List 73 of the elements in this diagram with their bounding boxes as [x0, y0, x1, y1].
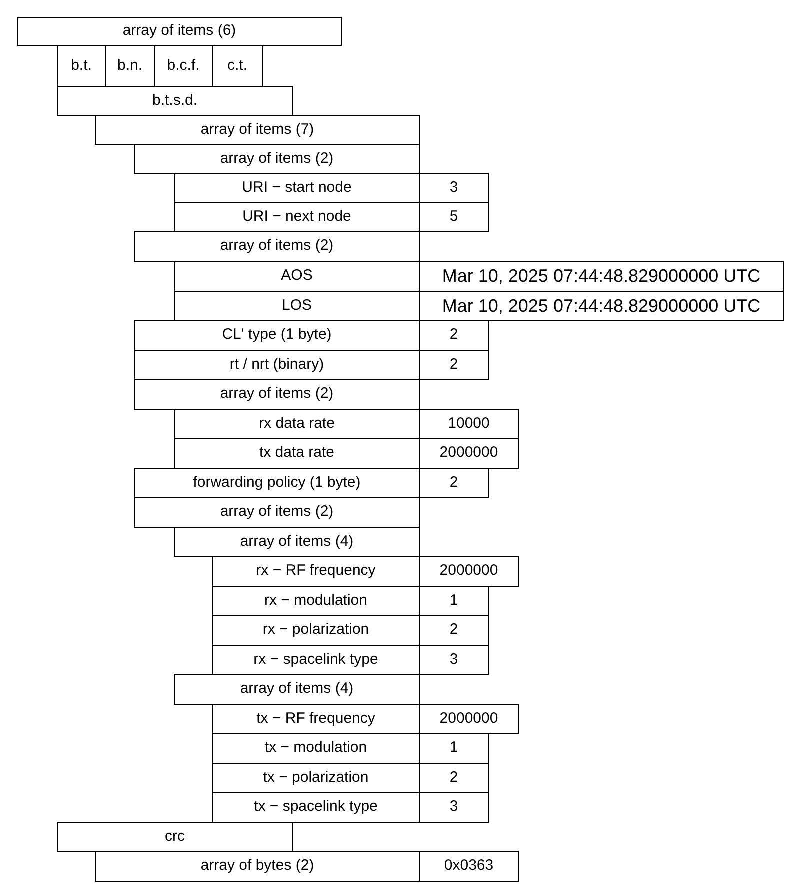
field-label: tx − spacelink type	[254, 798, 378, 817]
field-label: CL' type (1 byte)	[222, 326, 332, 345]
field-label: 1	[450, 739, 458, 758]
field-cell	[174, 674, 420, 705]
field-cell	[95, 851, 420, 882]
field-label: 2000000	[440, 562, 498, 581]
field-label: Mar 10, 2025 07:44:48.829000000 UTC	[442, 294, 761, 318]
field-cell	[134, 379, 420, 410]
field-label: Mar 10, 2025 07:44:48.829000000 UTC	[442, 265, 761, 288]
field-label: b.c.f.	[167, 56, 200, 76]
field-label: LOS	[282, 296, 312, 316]
field-label: rx − modulation	[264, 592, 368, 610]
field-cell	[57, 822, 293, 852]
field-cell	[419, 792, 489, 823]
field-label: array of items (4)	[240, 532, 354, 552]
field-label: rx − polarization	[262, 621, 370, 640]
field-label: 10000	[448, 414, 490, 434]
field-cell	[419, 409, 519, 439]
field-label: rx − RF frequency	[256, 562, 376, 581]
field-label: 5	[450, 208, 458, 226]
field-label: 2	[450, 768, 458, 788]
field-label: array of items (2)	[220, 385, 334, 404]
field-label: array of items (7)	[200, 120, 314, 140]
field-label: crc	[165, 828, 185, 846]
field-cell	[419, 704, 519, 734]
field-label: URI − next node	[242, 208, 352, 226]
field-label: b.n.	[117, 56, 143, 76]
field-cell	[134, 231, 420, 262]
field-cell	[419, 350, 489, 380]
field-cell	[134, 144, 420, 174]
field-label: AOS	[281, 267, 313, 286]
field-label: c.t.	[227, 56, 248, 76]
field-label: 2	[450, 356, 458, 374]
field-label: 2	[450, 474, 458, 492]
field-label: rt / nrt (binary)	[230, 356, 324, 374]
field-cell	[174, 527, 420, 557]
field-label: b.t.	[71, 56, 92, 76]
field-cell	[57, 86, 293, 116]
field-label: 1	[450, 592, 458, 610]
field-label: URI − start node	[242, 178, 352, 198]
field-label: tx − polarization	[263, 768, 369, 788]
field-label: 2	[450, 326, 458, 345]
field-label: 2000000	[440, 444, 498, 463]
field-label: tx − RF frequency	[256, 710, 376, 728]
field-label: array of items (2)	[220, 237, 334, 256]
field-label: array of bytes (2)	[200, 857, 314, 876]
field-label: 2	[450, 621, 458, 640]
field-label: array of items (2)	[220, 150, 334, 168]
field-cell	[419, 202, 489, 232]
field-cell	[419, 556, 519, 587]
field-label: array of items (6)	[122, 22, 236, 41]
field-cell	[419, 645, 489, 675]
field-cell	[419, 851, 519, 882]
field-cell	[95, 115, 420, 145]
field-label: 3	[450, 650, 458, 670]
field-cell	[419, 173, 489, 203]
field-label: array of items (2)	[220, 503, 334, 522]
field-label: tx − modulation	[264, 739, 368, 758]
field-cell	[17, 17, 342, 46]
field-label: 3	[450, 178, 458, 198]
field-label: rx data rate	[259, 414, 335, 434]
field-label: rx − spacelink type	[254, 650, 378, 670]
field-label: 3	[450, 798, 458, 817]
field-label: b.t.s.d.	[152, 92, 198, 110]
field-cell	[419, 261, 784, 292]
field-label: 0x0363	[444, 857, 494, 876]
field-label: forwarding policy (1 byte)	[193, 474, 361, 492]
field-cell	[134, 497, 420, 528]
field-cell	[419, 468, 489, 498]
field-label: 2000000	[440, 710, 498, 728]
field-label: array of items (4)	[240, 680, 354, 699]
field-cell	[212, 792, 420, 823]
field-label: tx data rate	[259, 444, 335, 463]
